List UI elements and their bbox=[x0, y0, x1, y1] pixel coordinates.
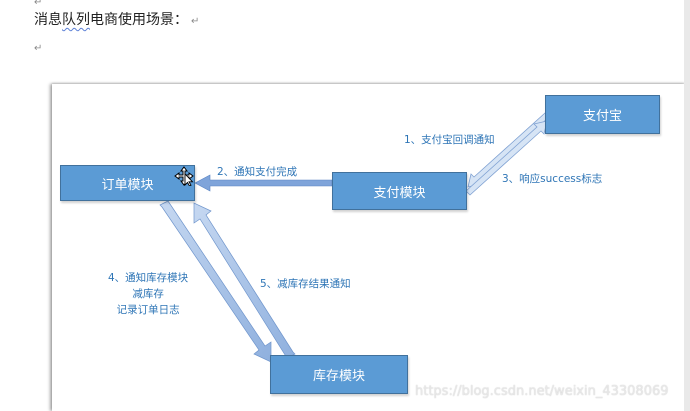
move-cursor-icon bbox=[174, 166, 194, 186]
edge-label-notify-payment-done: 2、通知支付完成 bbox=[217, 166, 298, 178]
arrow-payment-to-alipay bbox=[465, 120, 548, 196]
paragraph-mark: ↵ bbox=[34, 0, 43, 8]
edge-label-line: 减库存 bbox=[132, 288, 164, 300]
diagram-arrows bbox=[159, 112, 550, 363]
inventory-module-node[interactable]: 库存模块 bbox=[270, 355, 408, 394]
flow-diagram[interactable]: 订单模块 支付模块 支付宝 库存模块 1、支付宝回调通知 2、通知支付完成 3、… bbox=[52, 84, 686, 411]
heading-text-2: 电商使用场景： bbox=[90, 12, 188, 28]
alipay-node[interactable]: 支付宝 bbox=[545, 95, 660, 134]
edge-label-notify-inventory: 4、通知库存模块 减库存 记录订单日志 bbox=[108, 270, 188, 318]
edge-label-line: 记录订单日志 bbox=[116, 304, 180, 316]
paragraph-mark: ↵ bbox=[34, 43, 43, 54]
arrow-payment-to-order bbox=[194, 174, 333, 192]
edge-label-line: 4、通知库存模块 bbox=[108, 272, 189, 284]
page-edge bbox=[684, 0, 690, 411]
heading-text-1: 消息 bbox=[34, 12, 62, 28]
edge-label-respond-success: 3、响应success标志 bbox=[502, 173, 603, 185]
heading-spellcheck-word: 队列 bbox=[62, 12, 90, 28]
edge-label-inventory-result: 5、减库存结果通知 bbox=[260, 278, 351, 290]
edge-label-alipay-callback: 1、支付宝回调通知 bbox=[404, 134, 495, 146]
arrow-inventory-to-order bbox=[193, 202, 296, 359]
order-module-node[interactable]: 订单模块 bbox=[60, 165, 195, 201]
payment-module-node[interactable]: 支付模块 bbox=[332, 172, 467, 210]
url-watermark: https://blog.csdn.net/weixin_43308069 bbox=[415, 384, 669, 399]
page-heading: 消息队列电商使用场景：↵ bbox=[34, 10, 199, 32]
paragraph-mark: ↵ bbox=[191, 16, 200, 27]
